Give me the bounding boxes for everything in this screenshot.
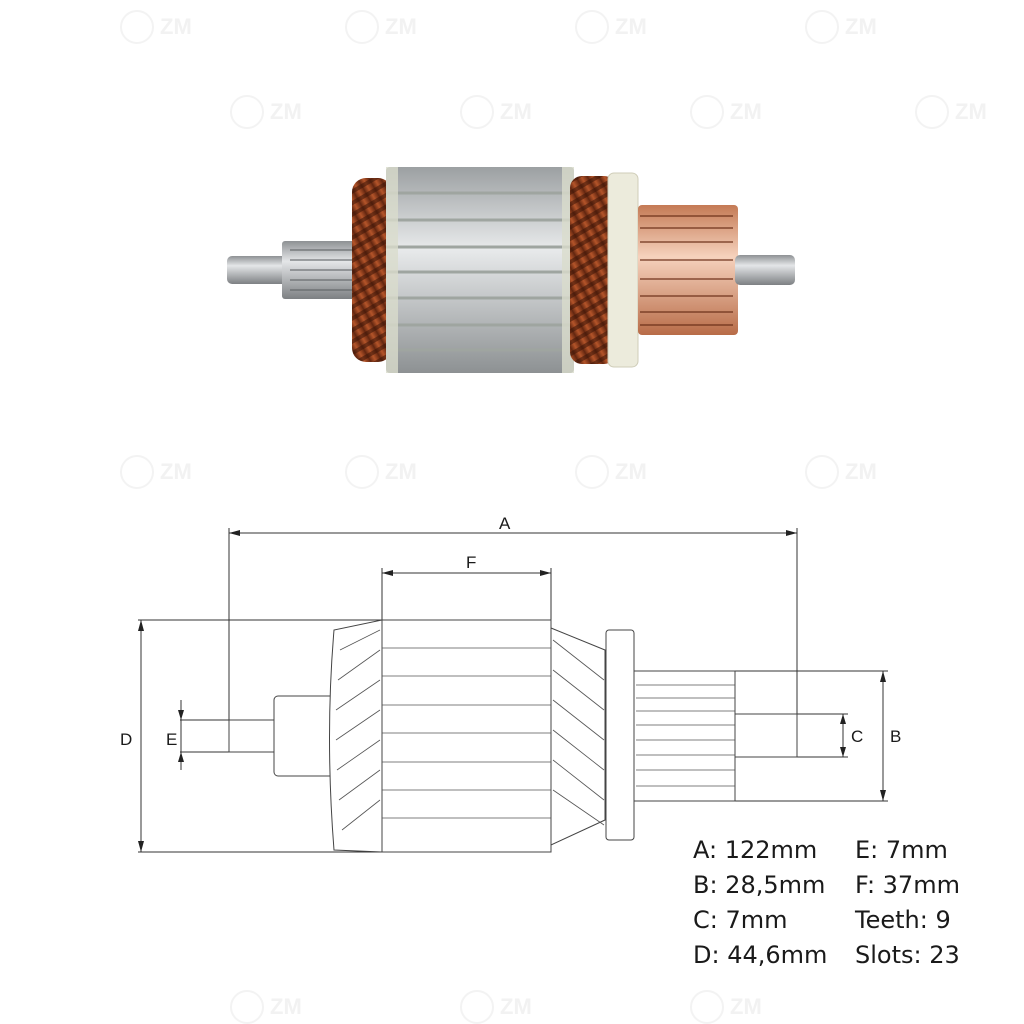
armature-photo: [227, 167, 795, 373]
drawing-right-winding: [550, 627, 606, 846]
spec-f: F: 37mm: [855, 871, 960, 899]
spec-b: B: 28,5mm: [693, 871, 826, 899]
right-shaft: [735, 255, 795, 285]
spec-c: C: 7mm: [693, 906, 788, 934]
label-a: A: [499, 514, 511, 533]
right-winding: [570, 176, 616, 364]
specifications-list: A: 122mm E: 7mm B: 28,5mm F: 37mm C: 7mm…: [693, 835, 995, 971]
label-e: E: [166, 730, 177, 749]
label-b: B: [890, 727, 901, 746]
watermark: ZM: [345, 10, 417, 44]
watermark: ZM: [690, 95, 762, 129]
spec-d: D: 44,6mm: [693, 941, 828, 969]
watermark: ZM: [690, 990, 762, 1024]
left-shaft: [227, 256, 287, 284]
spec-slots: Slots: 23: [855, 941, 960, 969]
drawing-right-shaft: [734, 713, 798, 758]
spec-teeth: Teeth: 9: [855, 906, 951, 934]
drawing-insulator: [605, 629, 635, 841]
watermark: ZM: [120, 455, 192, 489]
spec-a: A: 122mm: [693, 836, 818, 864]
watermark: ZM: [805, 10, 877, 44]
drawing-left-winding: [329, 619, 383, 853]
drawing-core: [381, 619, 552, 853]
drawing-left-shaft: [228, 719, 275, 753]
drawing-pinion: [273, 695, 335, 777]
label-c: C: [851, 727, 863, 746]
label-d: D: [120, 730, 132, 749]
watermark: ZM: [230, 95, 302, 129]
watermark: ZM: [120, 10, 192, 44]
label-f: F: [466, 553, 476, 572]
watermark: ZM: [460, 990, 532, 1024]
watermark: ZM: [345, 455, 417, 489]
commutator: [638, 205, 738, 335]
watermark: ZM: [575, 455, 647, 489]
watermark: ZM: [460, 95, 532, 129]
watermark: ZM: [575, 10, 647, 44]
spec-e: E: 7mm: [855, 836, 948, 864]
drawing-commutator: [633, 670, 736, 802]
watermark: ZM: [230, 990, 302, 1024]
watermark: ZM: [915, 95, 987, 129]
watermark: ZM: [805, 455, 877, 489]
left-winding: [352, 178, 392, 362]
